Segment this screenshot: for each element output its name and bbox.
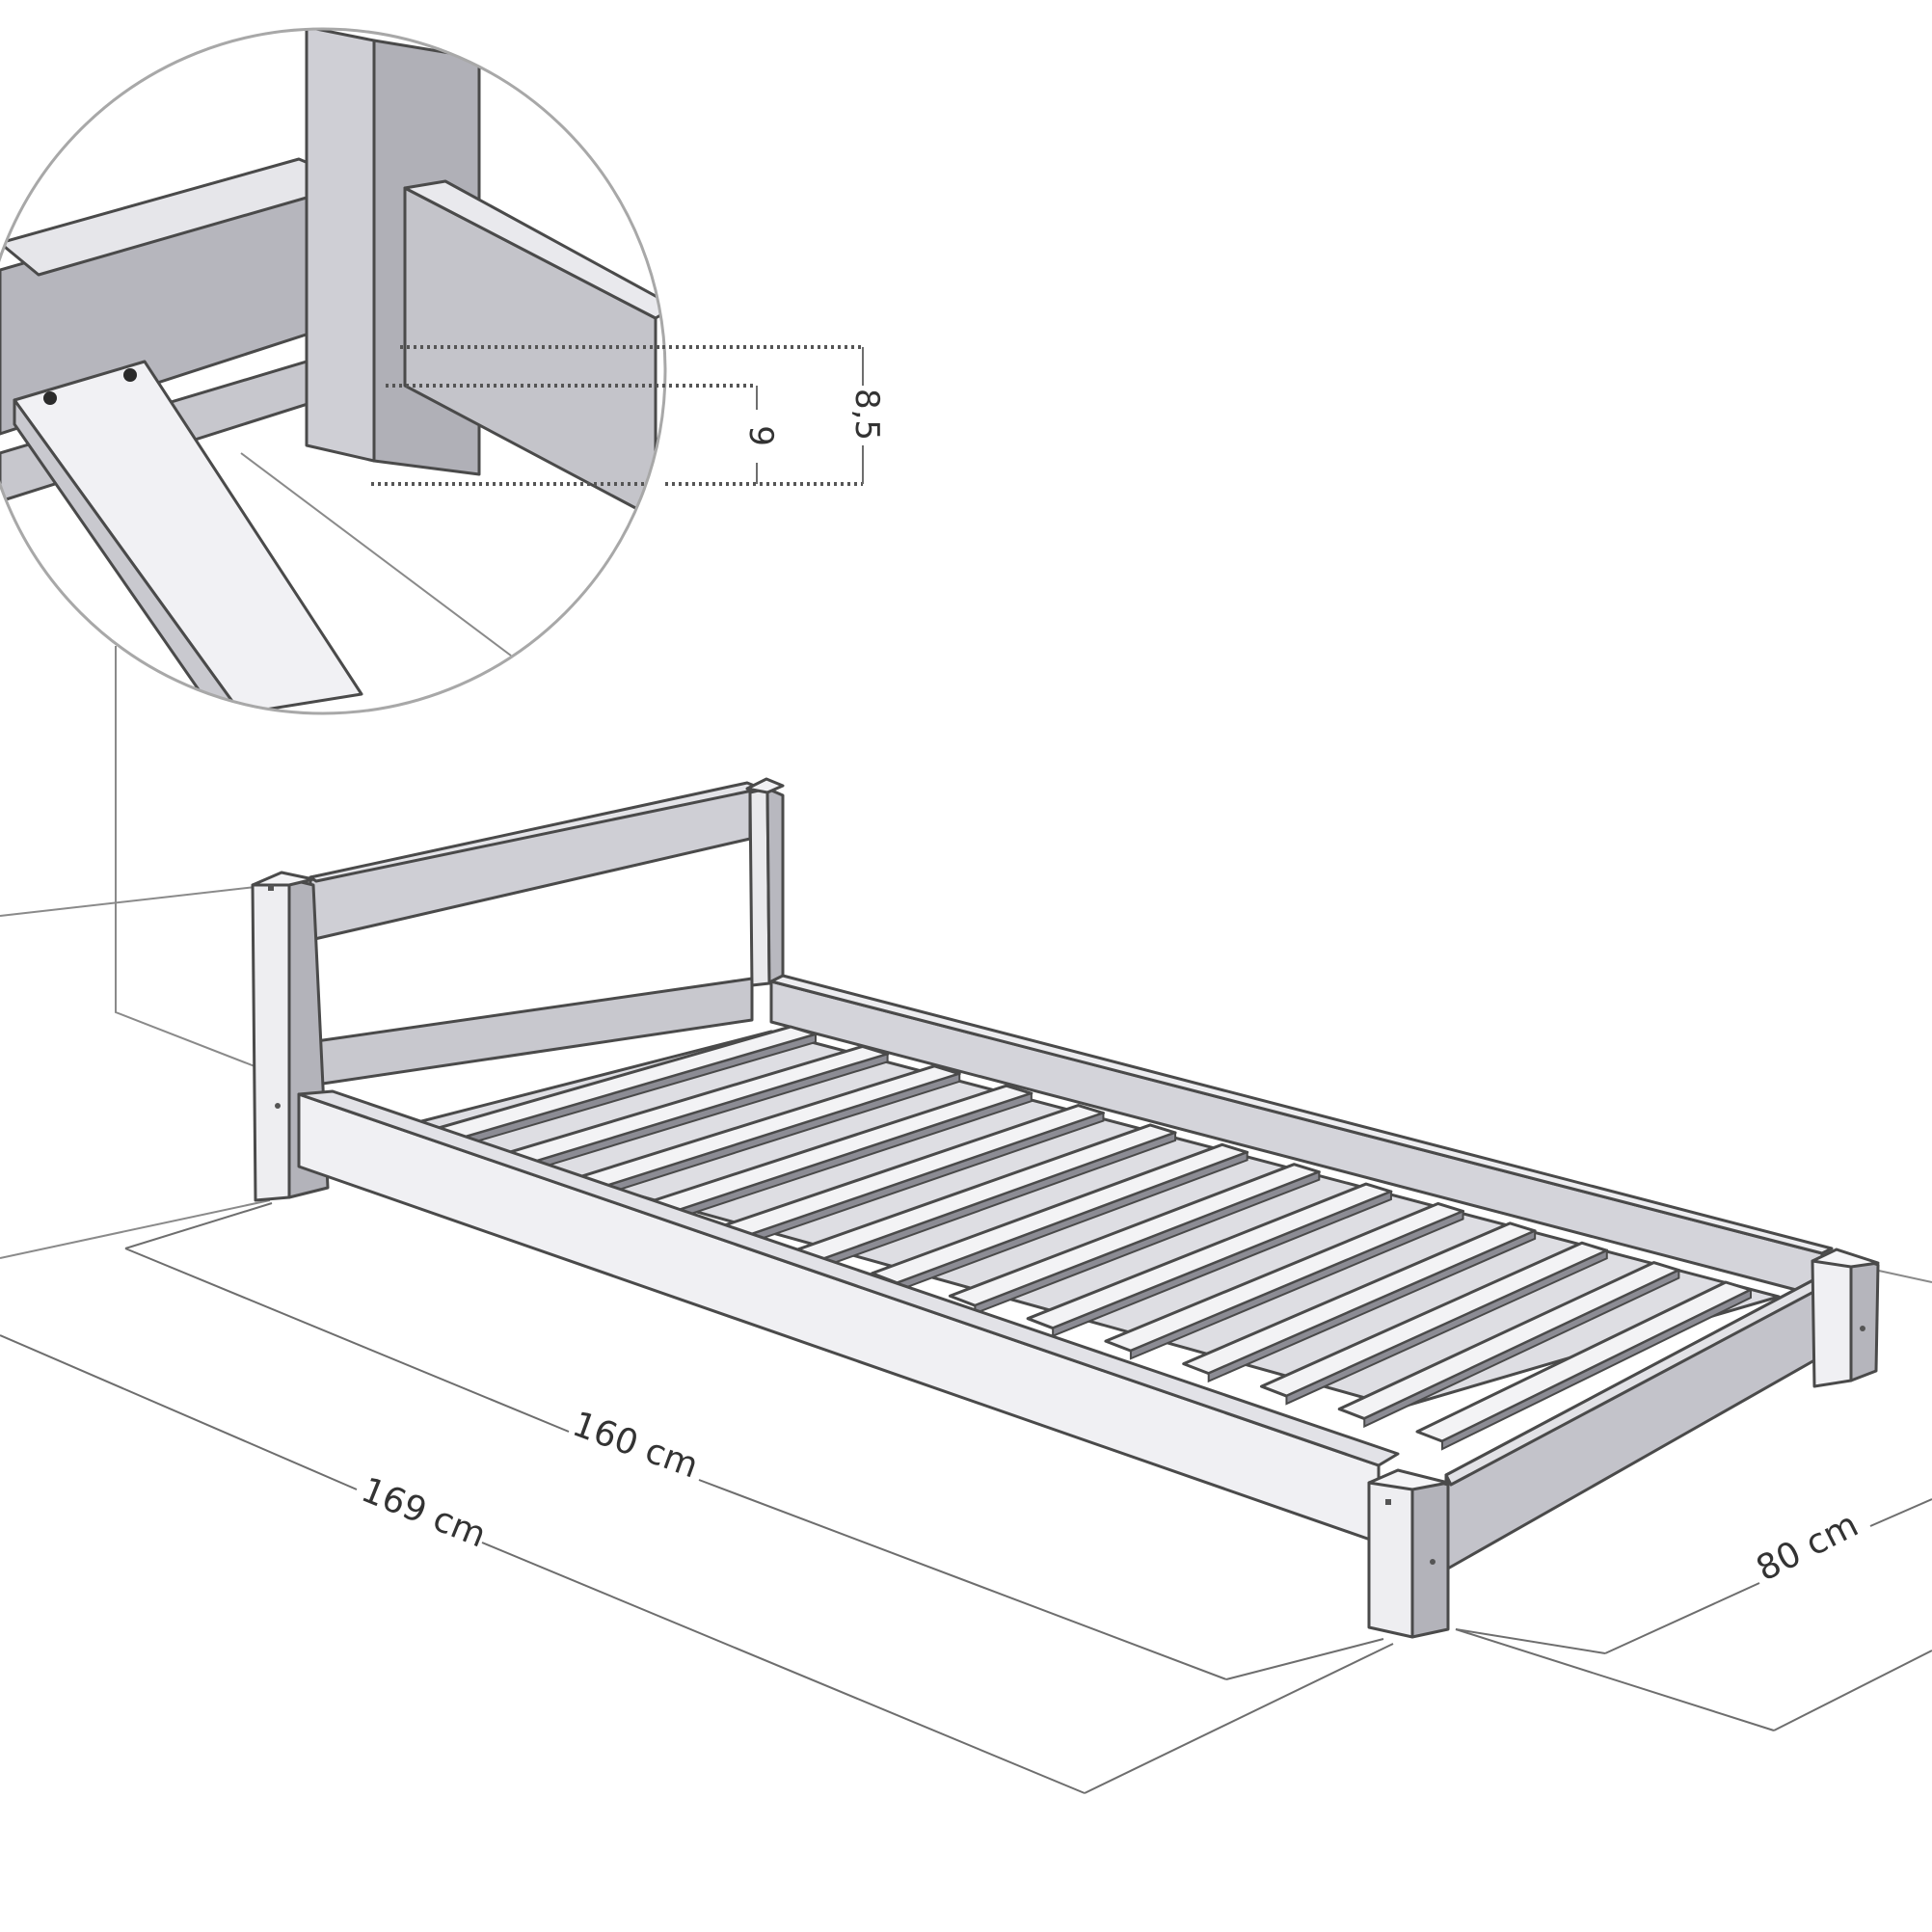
rail-height-label: 8,5	[847, 389, 886, 441]
detail-leader-line	[115, 646, 290, 1081]
slat-offset-label: 9	[741, 425, 780, 446]
length-outer-label: 169 cm	[356, 1470, 492, 1556]
detail-magnifier: 8,5 9	[0, 27, 886, 715]
screw-hole-icon	[123, 368, 137, 382]
foot-post-right	[1811, 1248, 1880, 1388]
bed-slat-edge	[1052, 1190, 1392, 1338]
length-inner-label: 160 cm	[567, 1405, 703, 1487]
bed-slat-edge	[1285, 1248, 1608, 1406]
bed-slat-edge	[1129, 1209, 1464, 1360]
bed-frame	[0, 777, 1932, 1639]
bed-slat-edge	[1441, 1288, 1752, 1451]
detail-joint-drawing	[0, 29, 665, 713]
bed-slat-edge	[1207, 1229, 1537, 1383]
bed-slats	[403, 1025, 1753, 1451]
foot-post-left	[1367, 1468, 1450, 1639]
screw-hole-icon	[43, 391, 57, 405]
width-label: 80 cm	[1751, 1505, 1865, 1589]
bed-slat-edge	[1363, 1269, 1680, 1429]
